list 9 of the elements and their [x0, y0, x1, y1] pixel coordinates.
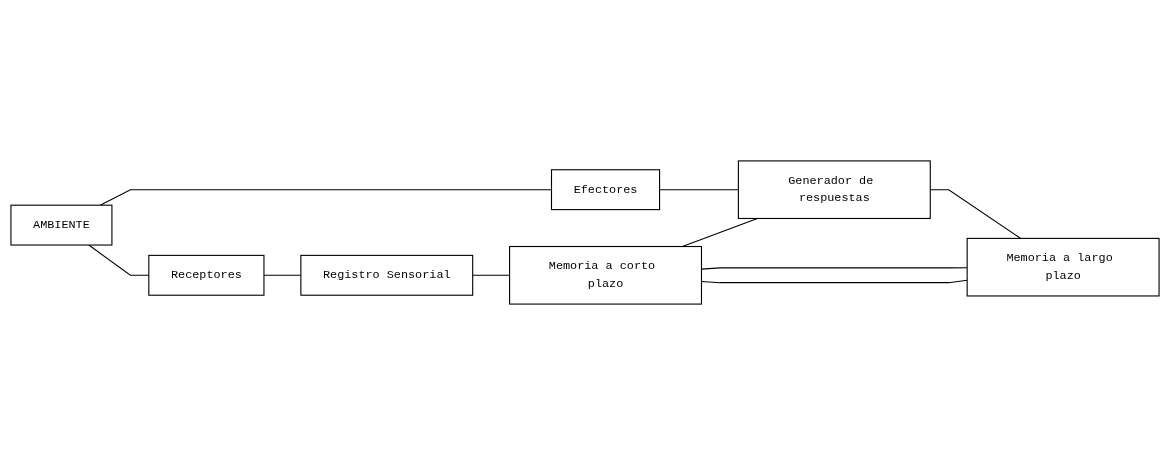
node-box: Registro Sensorial	[299, 254, 473, 296]
node-box: AMBIENTE	[9, 204, 112, 246]
node-box: Memoria a largo plazo	[966, 237, 1160, 296]
node-box: Generador de respuestas	[737, 159, 931, 219]
node-box: Memoria a corto plazo	[508, 245, 702, 305]
connector	[929, 188, 1021, 239]
connector	[87, 244, 149, 276]
node-box: Receptores	[147, 254, 264, 296]
node-box: Efectores	[550, 168, 660, 210]
